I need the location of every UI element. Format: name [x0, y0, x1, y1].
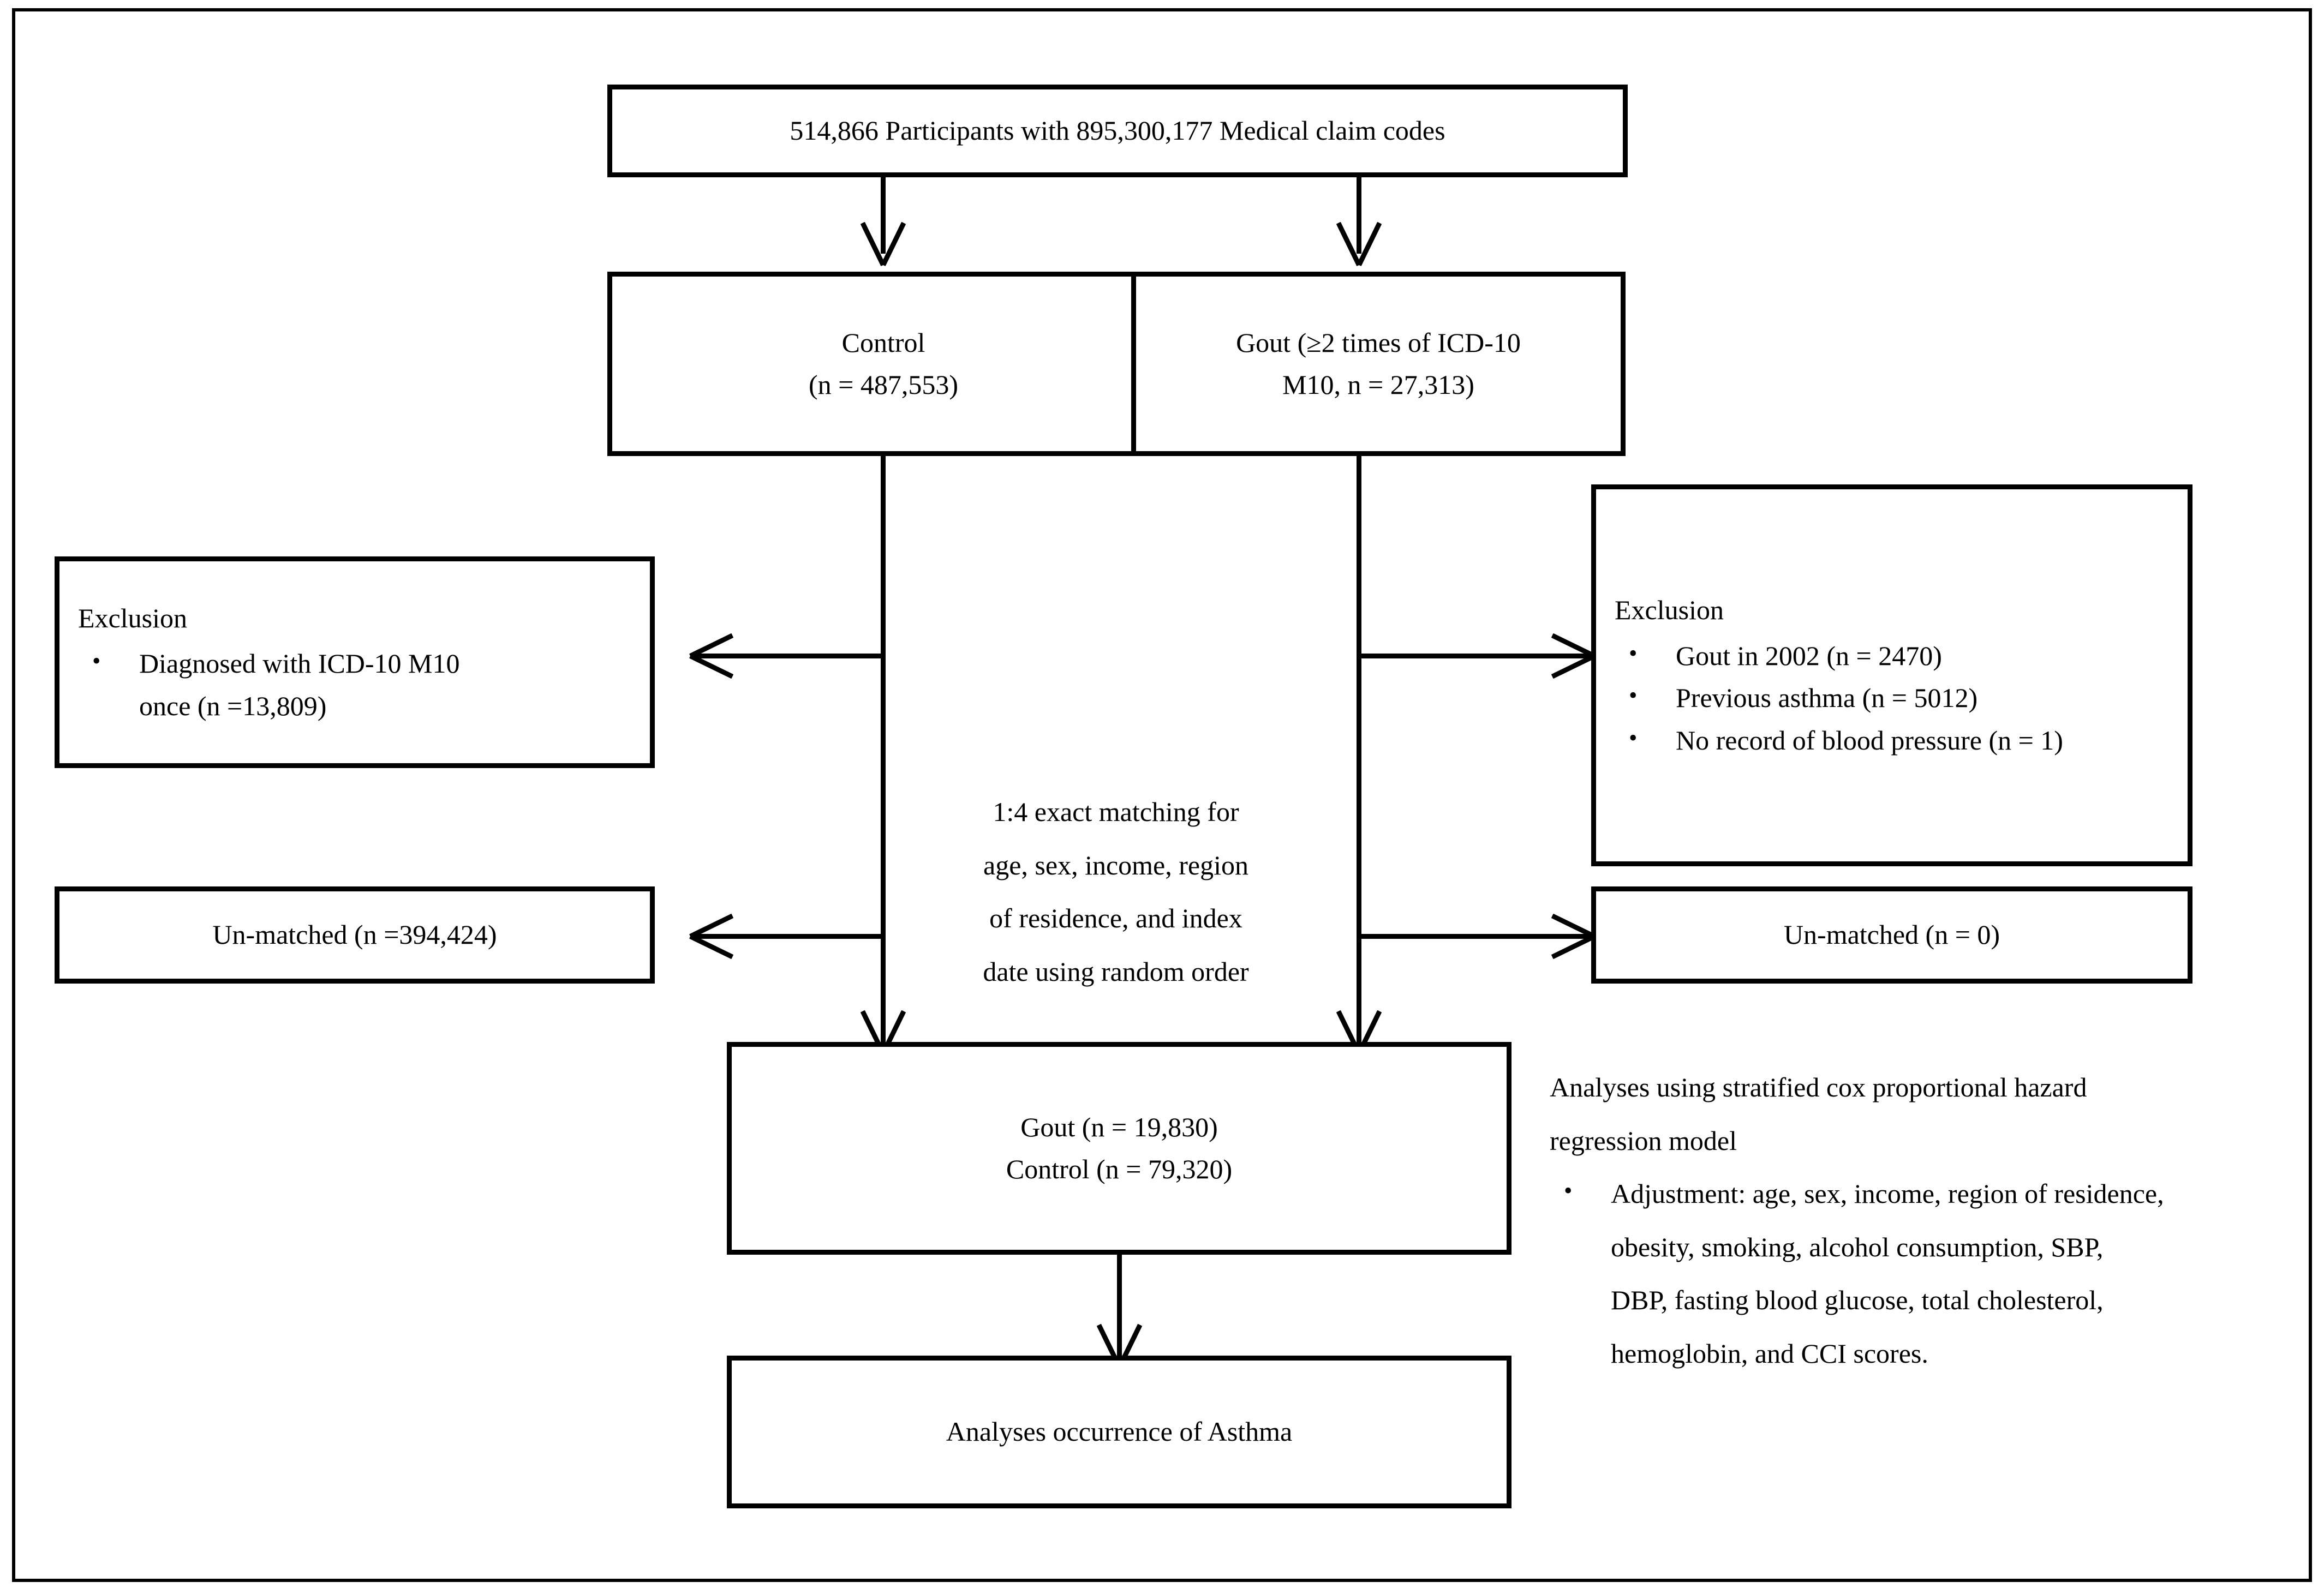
node-control-line-1: Control	[841, 327, 925, 358]
matching-line-4: date using random order	[983, 956, 1249, 987]
exclusion-right-bullet-2: Previous asthma (n = 5012)	[1676, 682, 1978, 713]
unmatched-left-line-1: Un-matched (n =394,424)	[212, 919, 497, 950]
node-source-population: 514,866 Participants with 895,300,177 Me…	[607, 85, 1628, 177]
exclusion-right-bullet-1: Gout in 2002 (n = 2470)	[1676, 640, 1942, 671]
connector-gout-to-exclusion	[1360, 654, 1594, 658]
node-exclusion-control: Exclusion Diagnosed with ICD-10 M10 once…	[55, 556, 655, 768]
matching-line-3: of residence, and index	[989, 903, 1242, 933]
node-gout-line-1: Gout (≥2 times of ICD-10	[1236, 327, 1521, 358]
connector-gout-spine	[1357, 456, 1361, 1042]
list-item: Adjustment: age, sex, income, region of …	[1550, 1167, 2314, 1380]
list-item: Previous asthma (n = 5012)	[1615, 677, 2063, 720]
annotation-analysis-model: Analyses using stratified cox proportion…	[1550, 1061, 2314, 1380]
exclusion-right-heading: Exclusion	[1615, 595, 1724, 625]
exclusion-left-bullet-list: Diagnosed with ICD-10 M10 once (n =13,80…	[78, 643, 459, 727]
connector-final-to-outcome	[1117, 1255, 1122, 1358]
node-control-line-2: (n = 487,553)	[809, 369, 958, 400]
exclusion-left-heading: Exclusion	[78, 602, 187, 633]
list-item: No record of blood pressure (n = 1)	[1615, 720, 2063, 762]
node-gout-line-2: M10, n = 27,313)	[1282, 369, 1474, 400]
node-unmatched-control: Un-matched (n =394,424)	[55, 886, 655, 984]
analysis-heading-line-2: regression model	[1550, 1125, 1737, 1156]
analysis-bullet-line-4: hemoglobin, and CCI scores.	[1611, 1338, 1928, 1369]
analysis-bullet-line-3: DBP, fasting blood glucose, total choles…	[1611, 1285, 2104, 1315]
analysis-bullet-line-1: Adjustment: age, sex, income, region of …	[1611, 1178, 2164, 1209]
analysis-heading-line-1: Analyses using stratified cox proportion…	[1550, 1072, 2087, 1102]
analysis-bullet-line-2: obesity, smoking, alcohol consumption, S…	[1611, 1231, 2104, 1262]
connector-source-to-control	[881, 177, 886, 254]
connector-control-to-unmatched	[690, 934, 884, 939]
annotation-matching-procedure: 1:4 exact matching for age, sex, income,…	[900, 786, 1331, 998]
connector-source-to-gout	[1357, 177, 1361, 254]
list-item: Gout in 2002 (n = 2470)	[1615, 635, 2063, 678]
node-exclusion-gout: Exclusion Gout in 2002 (n = 2470) Previo…	[1591, 484, 2192, 866]
list-item: Diagnosed with ICD-10 M10 once (n =13,80…	[78, 643, 459, 727]
figure-border	[12, 8, 2312, 1582]
connector-control-to-exclusion	[690, 654, 884, 658]
analysis-bullet-list: Adjustment: age, sex, income, region of …	[1550, 1167, 2314, 1380]
connector-control-spine	[881, 456, 886, 1042]
exclusion-right-bullet-list: Gout in 2002 (n = 2470) Previous asthma …	[1615, 635, 2063, 762]
final-cohort-line-1: Gout (n = 19,830)	[1020, 1111, 1218, 1142]
matching-line-1: 1:4 exact matching for	[993, 796, 1239, 827]
exclusion-right-bullet-3: No record of blood pressure (n = 1)	[1676, 724, 2063, 756]
node-unmatched-gout: Un-matched (n = 0)	[1591, 886, 2192, 984]
final-cohort-line-2: Control (n = 79,320)	[1006, 1154, 1233, 1184]
connector-gout-to-unmatched	[1360, 934, 1594, 939]
exclusion-left-bullet-1a: Diagnosed with ICD-10 M10	[139, 648, 460, 679]
outcome-line-1: Analyses occurrence of Asthma	[946, 1416, 1293, 1447]
matching-line-2: age, sex, income, region	[983, 849, 1248, 880]
node-control-cohort: Control (n = 487,553)	[607, 272, 1160, 456]
node-gout-cohort: Gout (≥2 times of ICD-10 M10, n = 27,313…	[1131, 272, 1626, 456]
node-outcome-asthma: Analyses occurrence of Asthma	[727, 1356, 1512, 1508]
exclusion-left-bullet-1b: once (n =13,809)	[139, 690, 327, 721]
node-source-line-1: 514,866 Participants with 895,300,177 Me…	[790, 115, 1445, 146]
node-final-cohort: Gout (n = 19,830) Control (n = 79,320)	[727, 1042, 1512, 1255]
unmatched-right-line-1: Un-matched (n = 0)	[1783, 919, 2000, 950]
